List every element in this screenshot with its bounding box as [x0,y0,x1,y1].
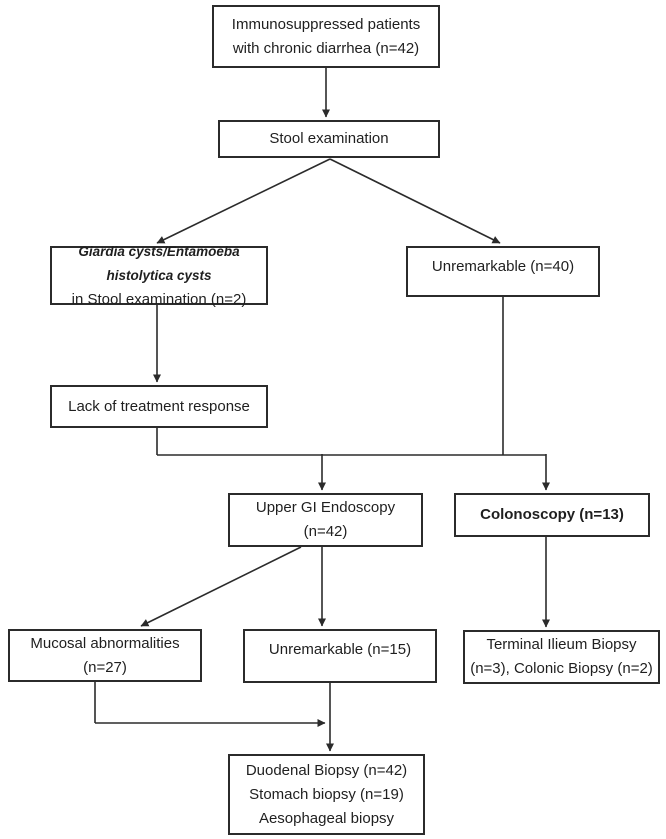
node-text-line: Mucosal abnormalities [30,634,180,652]
arrow-stool-unremarkable40 [329,158,501,244]
node-text-line: Duodenal Biopsy (n=42) [245,761,408,779]
node-biopsies: Duodenal Biopsy (n=42) Stomach biopsy (n… [228,754,425,835]
node-text-line: Unremarkable (n=40) [431,258,575,275]
arrow-uppergi-mucosal [140,546,302,627]
node-text-line: Aesophageal biopsy [258,809,395,827]
node-lack-of-treatment-response: Lack of treatment response [50,385,268,428]
arrow-stool-giardia [156,158,331,244]
node-colonoscopy: Colonoscopy (n=13) [454,493,650,537]
node-unremarkable-endoscopy: Unremarkable (n=15) [243,629,437,683]
node-text-line: Terminal Ilieum Biopsy [486,636,637,653]
node-mucosal-abnormalities: Mucosal abnormalities (n=27) [8,629,202,682]
node-text-line: Giardia cysts/Entamoeba histolytica cyst… [78,243,240,283]
node-text-line: Lack of treatment response [68,397,250,415]
node-text-line: (n=3), Colonic Biopsy (n=2) [470,660,653,677]
node-text-line: Immunosuppressed patients [231,15,421,33]
node-text-line: Colonoscopy (n=13) [480,506,624,523]
node-text-line: in Stool examination (n=2) [71,290,247,308]
node-text-line: Stomach biopsy (n=19) [249,785,404,803]
node-text-line: Stool examination [269,130,389,147]
node-immunosuppressed-patients: Immunosuppressed patients with chronic d… [212,5,440,68]
node-text-line: Upper GI Endoscopy [255,499,396,516]
node-text-line: (n=27) [83,658,127,676]
node-text-line: Unremarkable (n=15) [268,641,412,658]
node-text-line: with chronic diarrhea (n=42) [232,39,420,57]
node-stool-examination: Stool examination [218,120,440,158]
node-giardia-cysts: Giardia cysts/Entamoeba histolytica cyst… [50,244,268,308]
node-terminal-ilieum-biopsy: Terminal Ilieum Biopsy (n=3), Colonic Bi… [463,630,660,684]
node-text-line: (n=42) [303,523,348,540]
node-upper-gi-endoscopy: Upper GI Endoscopy (n=42) [228,493,423,547]
node-unremarkable-stool: Unremarkable (n=40) [406,246,600,297]
